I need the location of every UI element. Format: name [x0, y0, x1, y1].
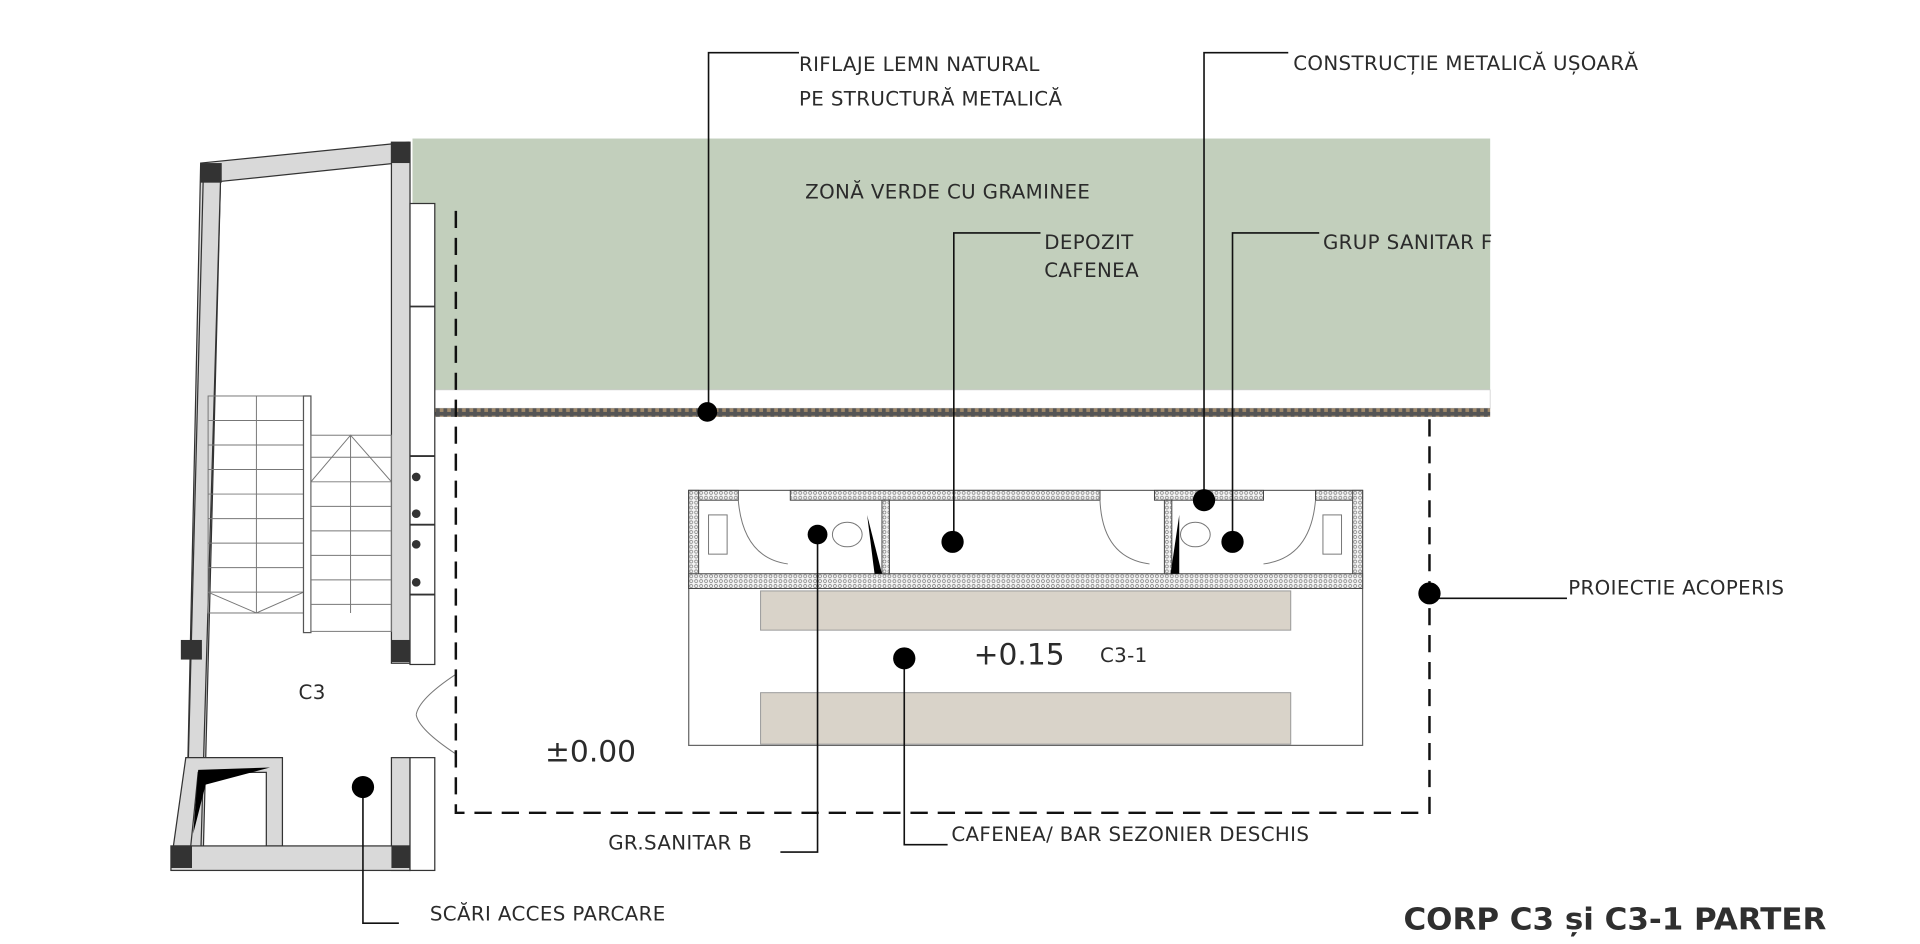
label-depozit-line1: DEPOZIT: [1044, 231, 1134, 254]
roof-projection-outline: [454, 210, 1431, 815]
label-riflaje-line2: PE STRUCTURĂ METALICĂ: [799, 87, 1063, 111]
label-proiectie-acoperis: PROIECTIE ACOPERIS: [1568, 577, 1784, 600]
staircase: [207, 395, 392, 634]
label-cafenea-bar: CAFENEA/ BAR SEZONIER DESCHIS: [951, 823, 1309, 846]
green-zone: [412, 138, 1491, 390]
callout-dot-grup-sanitar-f: [1221, 530, 1244, 553]
label-grup-sanitar-f: GRUP SANITAR F: [1323, 231, 1493, 254]
label-scari-acces: SCĂRI ACCES PARCARE: [430, 902, 666, 926]
label-zona-verde: ZONĂ VERDE CU GRAMINEE: [805, 180, 1090, 204]
wood-slat-screen: [421, 408, 1491, 417]
label-riflaje-line1: RIFLAJE LEMN NATURAL: [799, 53, 1040, 76]
room-label-c3-1: C3-1: [1100, 644, 1148, 667]
callout-dot-cafenea: [893, 647, 916, 670]
callout-dot-proiectie: [1418, 582, 1441, 605]
bar-counter-bottom: [760, 692, 1292, 745]
label-gr-sanitar-b: GR.SANITAR B: [608, 832, 752, 855]
drawing-title: CORP C3 și C3-1 PARTER: [1403, 901, 1826, 937]
callout-dot-riflaje: [697, 402, 718, 422]
callouts: [351, 51, 1567, 924]
label-depozit-line2: CAFENEA: [1044, 259, 1139, 282]
pavilion-c3-1: [688, 489, 1364, 747]
callout-dot-gr-sanitar-b: [807, 524, 828, 545]
green-zone-strip: [412, 389, 1491, 409]
label-constructie: CONSTRUCȚIE METALICĂ UȘOARĂ: [1293, 51, 1638, 75]
level-c3-1: +0.15: [974, 638, 1065, 672]
level-ground: ±0.00: [545, 734, 636, 768]
bar-counter-top: [760, 590, 1292, 631]
building-c3: [170, 141, 457, 872]
room-label-c3: C3: [299, 681, 326, 704]
callout-dot-scari: [351, 776, 375, 799]
callout-dot-depozit: [941, 530, 964, 553]
callout-dot-constructie: [1192, 489, 1216, 512]
